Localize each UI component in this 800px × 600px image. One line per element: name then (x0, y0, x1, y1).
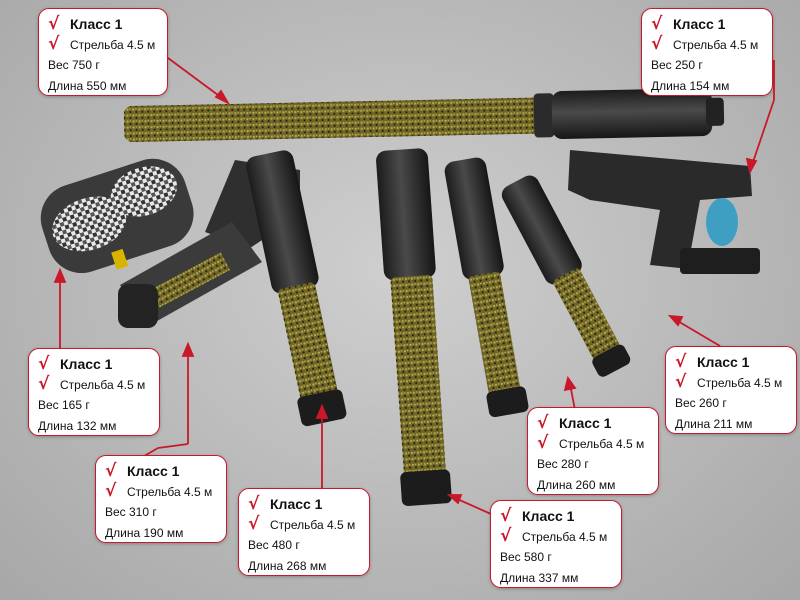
shooting-range-row: √ Стрельба 4.5 м (537, 434, 650, 455)
class-label-row: √ Класс 1 (48, 14, 159, 35)
check-mark-icon: √ (500, 526, 512, 547)
check-mark-icon: √ (105, 460, 117, 481)
long-baton (123, 88, 725, 143)
shooting-range-row: √ Стрельба 4.5 м (105, 482, 218, 503)
length-label-row: Длина 154 мм (651, 76, 764, 97)
length-label-row: Длина 337 мм (500, 568, 613, 589)
weight-label: Вес 480 г (248, 538, 300, 553)
check-mark-icon: √ (48, 13, 60, 34)
length-label-row: Длина 268 мм (248, 556, 361, 577)
check-mark-icon: √ (651, 13, 663, 34)
weight-label-row: Вес 750 г (48, 55, 159, 76)
shooting-range: Стрельба 4.5 м (127, 484, 213, 499)
shooting-range: Стрельба 4.5 м (270, 517, 356, 532)
check-mark-icon: √ (105, 481, 117, 502)
length-label-row: Длина 211 мм (675, 414, 788, 435)
class-label: Класс 1 (270, 496, 323, 513)
weight-label-row: Вес 580 г (500, 547, 613, 568)
weight-label: Вес 580 г (500, 550, 552, 565)
shooting-range: Стрельба 4.5 м (60, 377, 146, 392)
length-label: Длина 550 мм (48, 78, 127, 93)
baton-211-shape (501, 175, 631, 377)
weight-label: Вес 310 г (105, 505, 157, 520)
length-label: Длина 268 мм (248, 558, 327, 573)
weight-label-row: Вес 310 г (105, 502, 218, 523)
baton-337-shape (376, 148, 452, 506)
length-label: Длина 154 мм (651, 78, 730, 93)
baton-260-shape (444, 157, 529, 418)
callout-baton-211: √ Класс 1 √ Стрельба 4.5 м Вес 260 г Длина 21… (665, 346, 797, 434)
check-mark-icon: √ (675, 351, 687, 372)
check-mark-icon: √ (651, 34, 663, 55)
shooting-range-row: √ Стрельба 4.5 м (48, 35, 159, 56)
shooting-range: Стрельба 4.5 м (559, 436, 645, 451)
length-label-row: Длина 550 мм (48, 76, 159, 97)
shooting-range: Стрельба 4.5 м (522, 529, 608, 544)
shooting-range-row: √ Стрельба 4.5 м (38, 375, 151, 396)
check-mark-icon: √ (500, 505, 512, 526)
check-mark-icon: √ (248, 493, 260, 514)
callout-grip: √ Класс 1 √ Стрельба 4.5 м Вес 310 г Длина 19… (95, 455, 227, 543)
class-label: Класс 1 (522, 508, 575, 525)
class-label: Класс 1 (559, 415, 612, 432)
class-label: Класс 1 (697, 354, 750, 371)
length-label: Длина 132 мм (38, 418, 117, 433)
shooting-range-row: √ Стрельба 4.5 м (248, 515, 361, 536)
class-label-row: √ Класс 1 (537, 413, 650, 434)
weight-label-row: Вес 260 г (675, 393, 788, 414)
weight-label: Вес 280 г (537, 457, 589, 472)
weight-label: Вес 250 г (651, 58, 703, 73)
class-label: Класс 1 (127, 463, 180, 480)
pistol-device (568, 150, 760, 274)
weight-label-row: Вес 165 г (38, 395, 151, 416)
class-label-row: √ Класс 1 (651, 14, 764, 35)
class-label: Класс 1 (60, 356, 113, 373)
weight-label: Вес 165 г (38, 398, 90, 413)
callout-baton-260: √ Класс 1 √ Стрельба 4.5 м Вес 280 г Длина 26… (527, 407, 659, 495)
weight-label-row: Вес 250 г (651, 55, 764, 76)
check-mark-icon: √ (537, 412, 549, 433)
callout-baton-337: √ Класс 1 √ Стрельба 4.5 м Вес 580 г Длина 33… (490, 500, 622, 588)
length-label: Длина 260 мм (537, 477, 616, 492)
class-label-row: √ Класс 1 (500, 506, 613, 527)
compact-device (40, 158, 194, 274)
class-label: Класс 1 (70, 16, 123, 33)
check-mark-icon: √ (48, 34, 60, 55)
weight-label: Вес 260 г (675, 396, 727, 411)
callout-compact: √ Класс 1 √ Стрельба 4.5 м Вес 165 г Длина 13… (28, 348, 160, 436)
shooting-range-row: √ Стрельба 4.5 м (651, 35, 764, 56)
callout-baton-268: √ Класс 1 √ Стрельба 4.5 м Вес 480 г Длина 26… (238, 488, 370, 576)
length-label: Длина 211 мм (675, 416, 753, 431)
check-mark-icon: √ (38, 353, 50, 374)
weight-label-row: Вес 480 г (248, 535, 361, 556)
check-mark-icon: √ (248, 514, 260, 535)
check-mark-icon: √ (537, 433, 549, 454)
shooting-range: Стрельба 4.5 м (70, 37, 156, 52)
shooting-range-row: √ Стрельба 4.5 м (675, 373, 788, 394)
length-label-row: Длина 132 мм (38, 416, 151, 437)
length-label-row: Длина 260 мм (537, 475, 650, 496)
shooting-range-row: √ Стрельба 4.5 м (500, 527, 613, 548)
shooting-range: Стрельба 4.5 м (697, 375, 783, 390)
length-label-row: Длина 190 мм (105, 523, 218, 544)
length-label: Длина 337 мм (500, 570, 579, 585)
baton-268-shape (246, 150, 347, 427)
class-label-row: √ Класс 1 (248, 494, 361, 515)
callout-baton-long: √ Класс 1 √ Стрельба 4.5 м Вес 750 г Длина 55… (38, 8, 168, 96)
callout-pistol: √ Класс 1 √ Стрельба 4.5 м Вес 250 г Длина 15… (641, 8, 773, 96)
weight-label: Вес 750 г (48, 58, 100, 73)
check-mark-icon: √ (675, 372, 687, 393)
length-label: Длина 190 мм (105, 525, 184, 540)
class-label-row: √ Класс 1 (38, 354, 151, 375)
class-label-row: √ Класс 1 (105, 461, 218, 482)
class-label-row: √ Класс 1 (675, 352, 788, 373)
check-mark-icon: √ (38, 374, 50, 395)
shooting-range: Стрельба 4.5 м (673, 37, 759, 52)
class-label: Класс 1 (673, 16, 726, 33)
weight-label-row: Вес 280 г (537, 454, 650, 475)
